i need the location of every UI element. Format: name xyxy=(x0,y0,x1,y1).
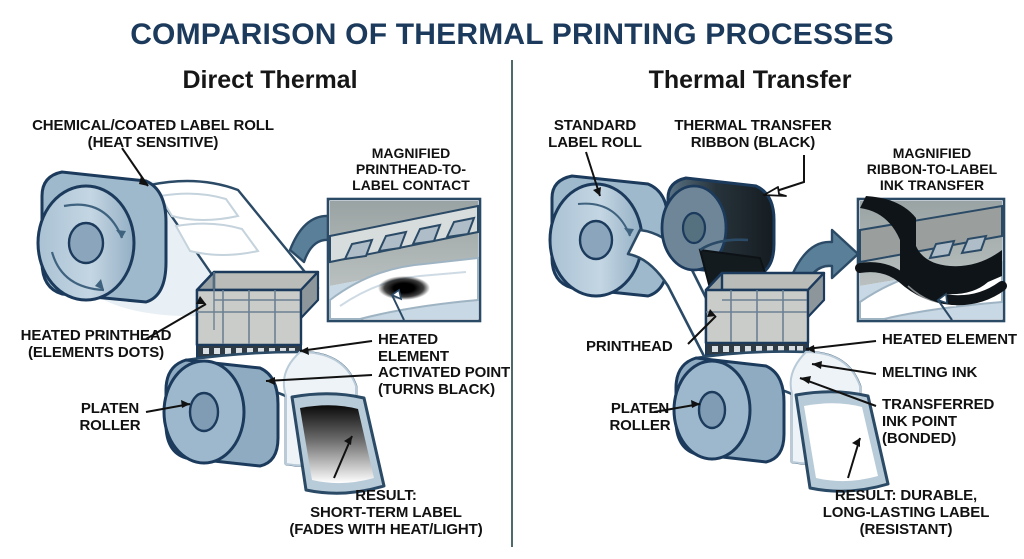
label-standard-label-roll: STANDARD LABEL ROLL xyxy=(548,117,642,152)
label-chemical-coated-label-roll: CHEMICAL/COATED LABEL ROLL (HEAT SENSITI… xyxy=(32,117,274,152)
page-title: COMPARISON OF THERMAL PRINTING PROCESSES xyxy=(130,18,894,51)
label-result-short-term: RESULT: SHORT-TERM LABEL (FADES WITH HEA… xyxy=(289,487,483,539)
label-platen-roller-left: PLATEN ROLLER xyxy=(79,400,141,435)
panel-heading-thermal-transfer: Thermal Transfer xyxy=(648,66,852,94)
label-result-durable: RESULT: DURABLE, LONG-LASTING LABEL (RES… xyxy=(822,487,990,539)
label-thermal-transfer-ribbon: THERMAL TRANSFER RIBBON (BLACK) xyxy=(674,117,832,152)
label-heated-element-right: HEATED ELEMENT xyxy=(882,331,1017,348)
panel-divider xyxy=(511,60,513,547)
label-heated-element-left: HEATED ELEMENT xyxy=(378,331,449,366)
panel-heading-direct-thermal: Direct Thermal xyxy=(182,66,358,94)
caption-magnified-ink-transfer: MAGNIFIED RIBBON-TO-LABEL INK TRANSFER xyxy=(866,145,998,194)
label-heated-printhead: HEATED PRINTHEAD (ELEMENTS DOTS) xyxy=(20,327,172,362)
label-printhead-right: PRINTHEAD xyxy=(586,338,673,355)
label-melting-ink: MELTING INK xyxy=(882,364,978,381)
art-direct-thermal xyxy=(36,147,482,495)
caption-magnified-printhead-contact: MAGNIFIED PRINTHEAD-TO- LABEL CONTACT xyxy=(352,145,470,194)
label-transferred-ink-point: TRANSFERRED INK POINT (BONDED) xyxy=(882,396,995,448)
label-activated-point: ACTIVATED POINT (TURNS BLACK) xyxy=(378,364,511,399)
label-platen-roller-right: PLATEN ROLLER xyxy=(609,400,671,435)
